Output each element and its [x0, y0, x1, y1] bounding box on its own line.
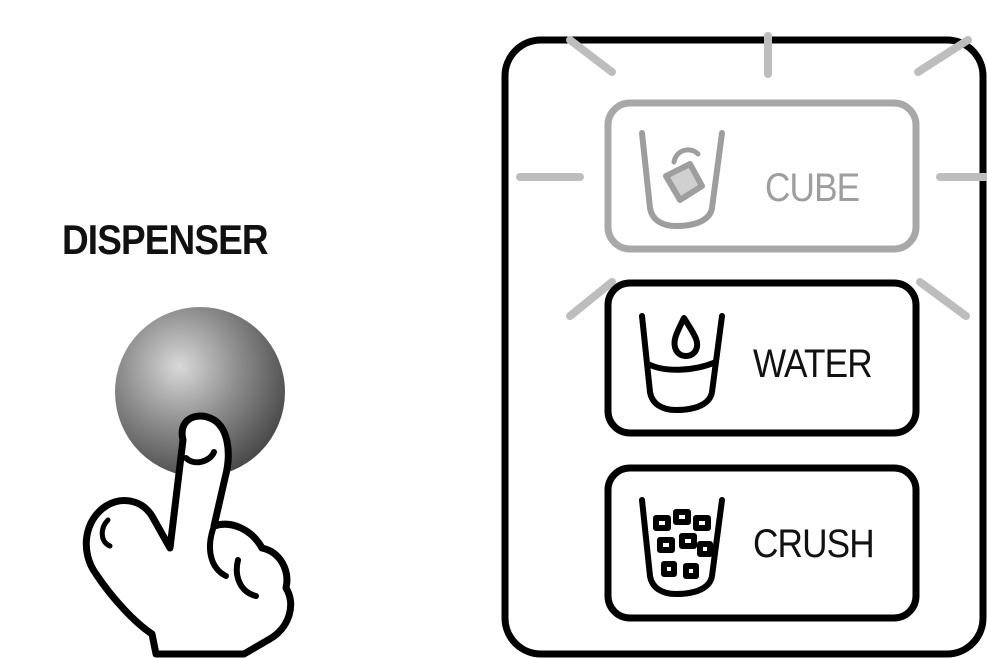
water-label: WATER — [753, 342, 872, 387]
cube-option-button[interactable] — [608, 103, 916, 249]
crush-label: CRUSH — [753, 522, 874, 567]
cube-label: CUBE — [765, 166, 859, 211]
dispenser-label: DISPENSER — [62, 216, 317, 264]
